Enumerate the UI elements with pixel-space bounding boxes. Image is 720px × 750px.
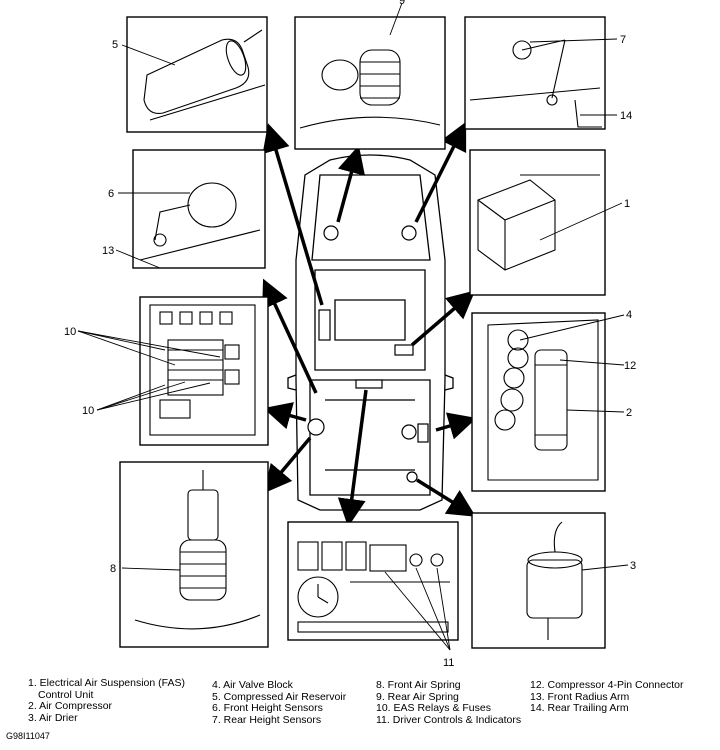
- callout-12: 12: [624, 360, 636, 372]
- callout-10-top: 10: [64, 326, 76, 338]
- detail-panels: [119, 16, 606, 649]
- legend-column-3: 8. Front Air Spring 9. Rear Air Spring 1…: [376, 679, 522, 726]
- callout-11: 11: [443, 657, 454, 669]
- callout-4: 4: [626, 309, 632, 321]
- legend-item-1: 1. Electrical Air Suspension (FAS): [28, 677, 185, 689]
- callout-2: 2: [626, 407, 632, 419]
- legend-column-1: 1. Electrical Air Suspension (FAS) Contr…: [28, 677, 185, 724]
- legend-column-2: 4. Air Valve Block 5. Compressed Air Res…: [212, 679, 347, 726]
- legend-item-13: 13. Front Radius Arm: [530, 690, 630, 703]
- panel-front-height-sensor: [132, 149, 266, 269]
- legend-item-2: 2. Air Compressor: [28, 700, 113, 712]
- callout-10-bottom: 10: [82, 405, 94, 417]
- callout-1: 1: [624, 198, 630, 210]
- figure-code: G98I11047: [6, 731, 50, 741]
- legend-item-6: 6. Front Height Sensors: [212, 702, 323, 714]
- callout-9: 9: [399, 0, 405, 7]
- panel-rear-height-sensor: [464, 16, 606, 130]
- callout-labels: 5 9 7 14 6 13 1 4 12 2 10 10 8 3 11: [64, 0, 636, 669]
- legend-item-8: 8. Front Air Spring: [376, 679, 461, 691]
- callout-7: 7: [620, 34, 626, 46]
- legend-item-14: 14. Rear Trailing Arm: [530, 702, 629, 714]
- eas-component-diagram: 5 9 7 14 6 13 1 4 12 2 10 10 8 3 11: [64, 0, 636, 669]
- callout-3: 3: [630, 560, 636, 572]
- legend-item-1-cont: Control Unit: [38, 688, 94, 701]
- legend-item-7: 7. Rear Height Sensors: [212, 713, 322, 726]
- callout-6: 6: [108, 188, 114, 200]
- callout-13: 13: [102, 245, 114, 257]
- pointer-arrows: [262, 121, 477, 527]
- callout-8: 8: [110, 563, 116, 575]
- callout-5: 5: [112, 39, 118, 51]
- panel-front-air-spring: [119, 461, 269, 648]
- panel-eas-control-unit: [469, 149, 606, 296]
- legend-item-12: 12. Compressor 4-Pin Connector: [530, 679, 684, 691]
- legend-column-4: 12. Compressor 4-Pin Connector 13. Front…: [530, 679, 684, 715]
- panel-valve-block-compressor: [471, 312, 606, 492]
- legend-item-3: 3. Air Drier: [28, 711, 78, 724]
- callout-14: 14: [620, 110, 632, 122]
- panel-rear-air-spring: [294, 16, 446, 150]
- legend-item-9: 9. Rear Air Spring: [376, 690, 459, 703]
- legend-item-11: 11. Driver Controls & Indicators: [376, 713, 522, 726]
- leader-lines: [77, 2, 629, 651]
- legend-item-10: 10. EAS Relays & Fuses: [376, 702, 491, 714]
- legend-item-5: 5. Compressed Air Reservoir: [212, 690, 347, 703]
- legend: 1. Electrical Air Suspension (FAS) Contr…: [28, 677, 718, 728]
- vehicle-component-markers: [307, 225, 429, 483]
- panel-relays-fuses: [139, 296, 269, 446]
- legend-item-4: 4. Air Valve Block: [212, 679, 293, 691]
- panel-air-drier: [471, 512, 606, 649]
